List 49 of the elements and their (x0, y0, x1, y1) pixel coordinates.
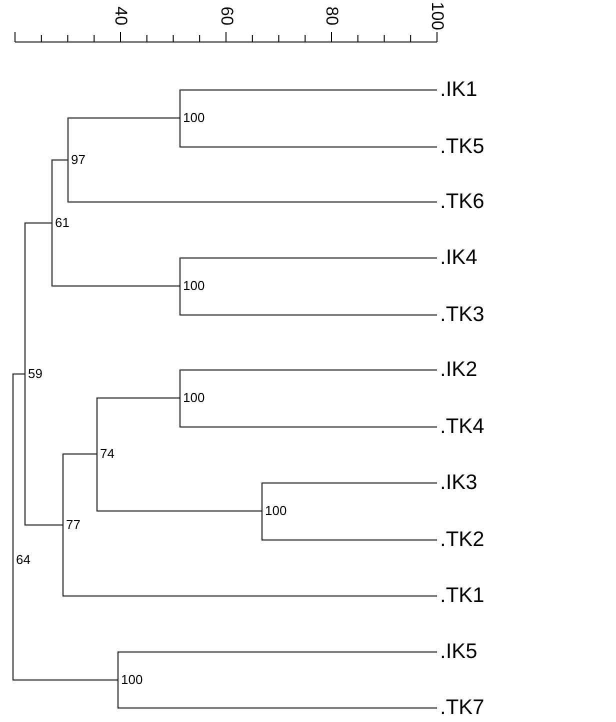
leaf-label: .TK2 (440, 528, 484, 552)
leaf-label: .TK7 (440, 696, 484, 720)
leaf-label: .IK3 (440, 471, 478, 495)
tree-branch (262, 510, 438, 540)
bootstrap-value: 59 (25, 366, 42, 382)
tree-branch (12, 560, 118, 680)
tree-branch (62, 524, 438, 596)
axis-tick-label: 100 (427, 2, 448, 30)
bootstrap-value: 61 (52, 215, 70, 231)
axis-tick-label: 80 (321, 6, 342, 26)
leaf-label: .TK3 (440, 303, 484, 327)
tree-branch (68, 160, 438, 202)
bootstrap-value: 77 (63, 517, 80, 533)
tree-branch (118, 680, 438, 708)
axis-tick-label: 60 (216, 6, 236, 26)
bootstrap-value: 100 (180, 278, 205, 294)
tree-branch (180, 398, 438, 428)
tree-branch (68, 118, 180, 160)
tree-branch (96, 454, 262, 512)
tree-branch (24, 374, 64, 526)
bootstrap-value: 100 (118, 672, 143, 688)
leaf-label: .TK6 (440, 190, 484, 214)
tree-branch (180, 118, 438, 148)
bootstrap-value: 74 (97, 446, 114, 462)
bootstrap-value: 97 (68, 152, 86, 168)
leaf-label: .IK2 (440, 358, 478, 382)
leaf-label: .TK5 (440, 135, 484, 159)
bootstrap-value: 100 (180, 390, 205, 406)
bootstrap-value: 100 (262, 503, 287, 519)
tree-branch (96, 398, 180, 454)
bootstrap-value: 100 (180, 110, 205, 126)
tree-branch (52, 160, 68, 224)
leaf-label: .IK4 (440, 246, 478, 270)
leaf-label: .IK1 (440, 78, 478, 102)
leaf-label: .TK1 (440, 584, 484, 608)
axis-tick-label: 40 (110, 6, 130, 26)
tree-branch (180, 286, 438, 316)
tree-branch (12, 374, 26, 560)
tree-branch (62, 454, 98, 526)
tree-branch (180, 370, 438, 398)
bootstrap-value: 64 (13, 552, 30, 568)
leaf-label: .IK5 (440, 640, 478, 664)
tree-branch (24, 222, 52, 374)
tree-branch (262, 482, 438, 512)
tree-branch (52, 222, 180, 286)
tree-branch (180, 90, 438, 118)
leaf-label: .TK4 (440, 415, 484, 439)
tree-branch (118, 652, 438, 680)
tree-branch (180, 258, 438, 286)
